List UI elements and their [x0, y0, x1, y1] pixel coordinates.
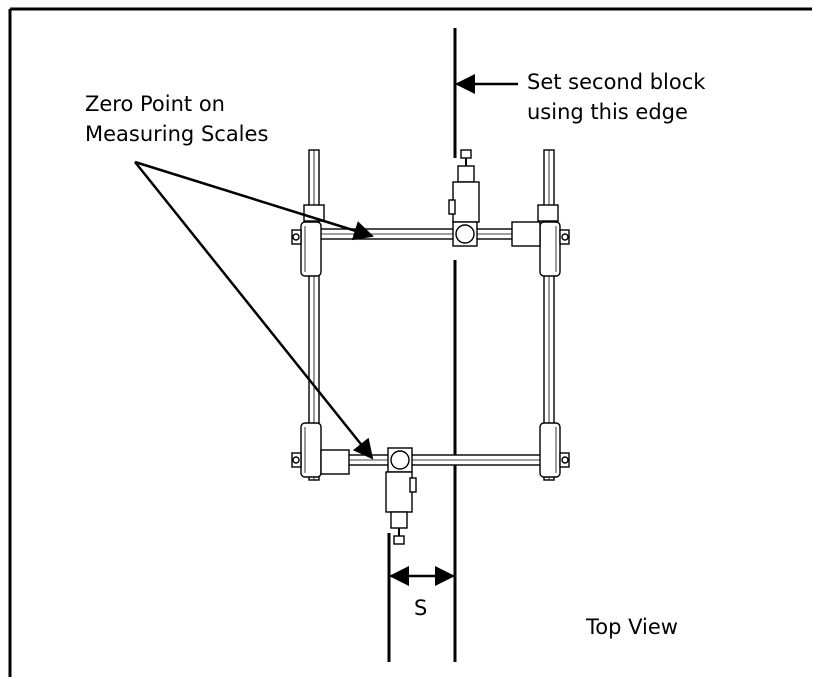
top-left-clamp — [291, 204, 325, 277]
bottom-crossbar — [319, 454, 546, 466]
top-view-label: Top View — [586, 615, 678, 639]
zero-point-arrow-bottom — [134, 161, 374, 460]
top-right-clamp — [511, 204, 570, 277]
spacing-label: S — [414, 596, 428, 620]
bottom-transducer-block — [385, 447, 417, 545]
top-transducer-block — [448, 149, 480, 247]
set-block-label-line1: Set second block — [527, 70, 706, 94]
set-block-label-line2: using this edge — [527, 100, 688, 124]
zero-point-label-line1: Zero Point on — [85, 92, 225, 116]
bottom-right-clamp — [539, 422, 570, 478]
zero-point-label-line2: Measuring Scales — [85, 122, 269, 146]
zero-point-arrow-top — [134, 160, 374, 241]
bottom-left-clamp — [291, 422, 350, 478]
